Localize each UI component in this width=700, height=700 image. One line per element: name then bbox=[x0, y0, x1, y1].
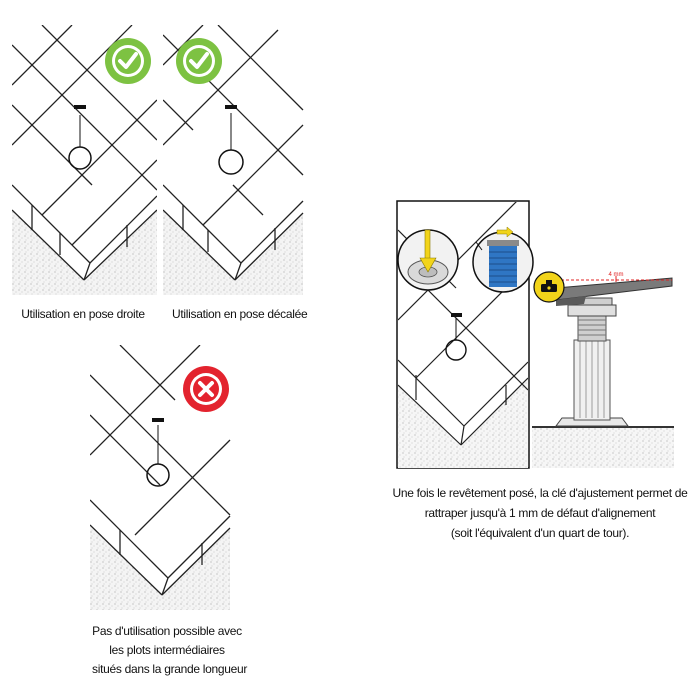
caption-straight-laying: Utilisation en pose droite bbox=[21, 307, 145, 321]
caption-forbidden-laying: Pas d'utilisation possible avec les plot… bbox=[92, 622, 248, 679]
adjustment-diagram: 4 mm bbox=[396, 200, 674, 469]
caption-offset-laying: Utilisation en pose décalée bbox=[172, 307, 308, 321]
zoom-thread bbox=[472, 226, 534, 293]
caption-adjustment-key: Une fois le revêtement posé, la clé d'aj… bbox=[390, 483, 690, 543]
panel-adjustment-key: 4 mm bbox=[396, 200, 676, 470]
check-icon bbox=[176, 38, 222, 84]
caption-line: les plots intermédiaires bbox=[109, 643, 225, 657]
offset-laying-diagram bbox=[163, 25, 304, 295]
straight-laying-diagram bbox=[12, 25, 157, 295]
panel-forbidden-laying bbox=[90, 345, 235, 610]
dimension-label: 4 mm bbox=[609, 272, 624, 278]
forbidden-laying-diagram bbox=[90, 345, 231, 610]
zoom-pedestal-head bbox=[397, 229, 459, 291]
check-icon bbox=[105, 38, 151, 84]
adjustment-key-icon bbox=[533, 271, 565, 303]
panel-offset-laying bbox=[163, 25, 308, 295]
caption-line: (soit l'équivalent d'un quart de tour). bbox=[450, 526, 630, 540]
caption-line: situés dans la grande longueur bbox=[92, 662, 248, 676]
cross-icon bbox=[183, 366, 229, 412]
caption-line: Pas d'utilisation possible avec bbox=[92, 624, 242, 638]
pedestal-side-view bbox=[532, 276, 674, 468]
caption-line: rattraper jusqu'à 1 mm de défaut d'align… bbox=[424, 506, 656, 520]
panel-straight-laying bbox=[12, 25, 157, 295]
caption-line: Une fois le revêtement posé, la clé d'aj… bbox=[392, 486, 688, 500]
